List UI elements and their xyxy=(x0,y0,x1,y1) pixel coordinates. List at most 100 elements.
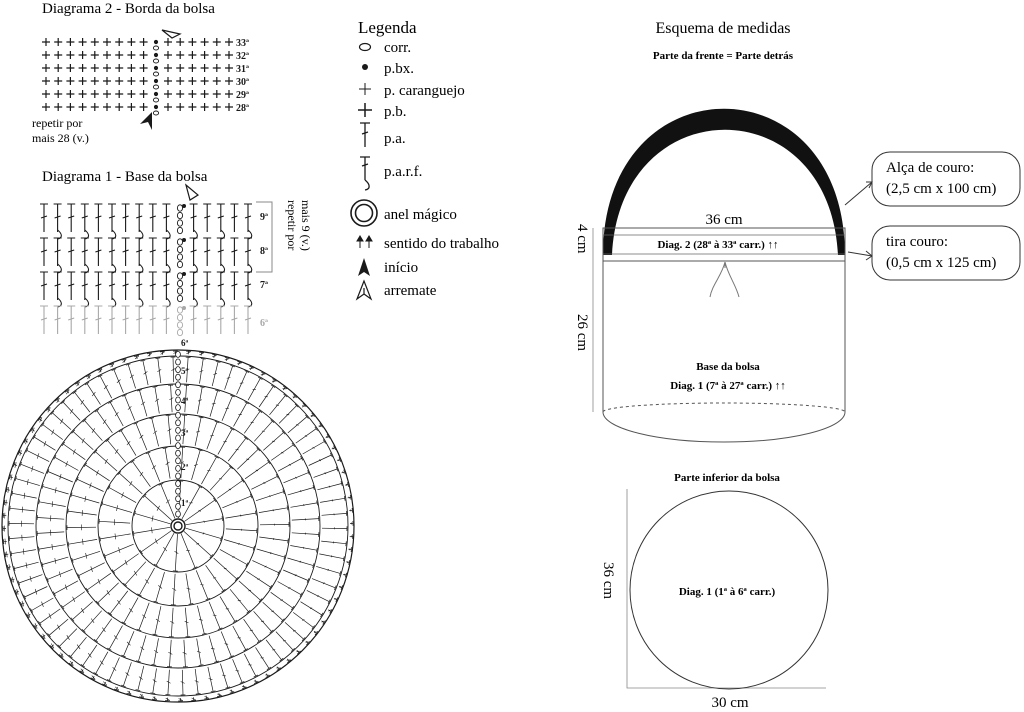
double-crochet-icon xyxy=(189,203,198,232)
chain-icon xyxy=(176,219,184,227)
stitch-top-bar xyxy=(198,416,204,419)
stitch-top-bar xyxy=(151,664,157,666)
stitch-top-bar xyxy=(83,462,87,467)
stitch-top-bar xyxy=(340,481,343,486)
chain-icon xyxy=(175,358,181,366)
stitch-cross-tick xyxy=(202,532,205,535)
stitch-cross-tick xyxy=(296,424,299,426)
crab-stitch-icon xyxy=(127,103,136,111)
stitch-cross-tick xyxy=(31,465,34,472)
legend-label-double-crochet: p.a. xyxy=(384,131,406,147)
stitch-top-bar xyxy=(200,358,206,360)
stitch-cross-tick xyxy=(138,676,143,680)
stitch-top-bar xyxy=(20,601,23,607)
round-base-stitches xyxy=(1,349,355,703)
handle-callout-line1: Alça de couro: xyxy=(886,160,974,176)
stitch-top-bar xyxy=(68,654,73,659)
stitch-cross-tick xyxy=(80,399,85,405)
stitch-cross-tick xyxy=(60,418,64,424)
stitch-cross-tick xyxy=(229,690,234,692)
stitch-cross-tick xyxy=(118,547,121,553)
stitch-cross-tick xyxy=(5,499,7,506)
stitch-cross-tick xyxy=(114,686,120,691)
slip-stitch-icon xyxy=(182,238,186,242)
stitch-cross-tick xyxy=(19,450,22,456)
post-hook-icon xyxy=(220,263,226,274)
stitch-top-bar xyxy=(291,605,295,611)
chain-icon xyxy=(176,294,184,303)
stitch-top-bar xyxy=(239,681,245,684)
post-hook-icon xyxy=(111,297,117,308)
bag-top-band xyxy=(602,227,846,262)
post-hook-icon xyxy=(247,229,253,240)
stitch-top-bar xyxy=(230,364,236,368)
stitch-cross-tick xyxy=(163,547,168,552)
chain-icon xyxy=(175,373,181,381)
crab-stitch-icon xyxy=(176,103,185,111)
double-crochet-icon xyxy=(216,203,225,232)
stitch-top-bar xyxy=(145,451,151,455)
stitch-top-bar xyxy=(345,541,347,547)
stitch-cross-tick xyxy=(330,555,333,558)
crab-stitch-icon xyxy=(188,90,197,98)
stitch-top-bar xyxy=(106,679,112,682)
double-crochet-icon xyxy=(135,271,144,300)
stitch-cross-tick xyxy=(246,458,250,460)
stitch-cross-tick xyxy=(282,640,286,642)
crab-stitch-icon xyxy=(66,64,75,72)
stitch-top-bar xyxy=(57,644,62,649)
stitch-cross-tick xyxy=(280,599,283,601)
chain-icon xyxy=(152,58,160,64)
stitch-cross-tick xyxy=(345,483,348,486)
stitch-cross-tick xyxy=(89,482,92,489)
double-crochet-icon xyxy=(67,305,76,334)
chain-icon xyxy=(175,502,181,510)
stitch-cross-tick xyxy=(76,644,81,650)
stitch-cross-tick xyxy=(50,643,55,649)
stitch-cross-tick xyxy=(235,670,240,672)
stitch-top-bar xyxy=(103,553,107,559)
magic-ring-icon xyxy=(170,518,186,534)
crab-stitch-icon xyxy=(176,51,185,59)
crab-stitch-icon xyxy=(359,83,371,95)
stitch-top-bar xyxy=(125,363,131,366)
double-crochet-icon xyxy=(230,203,239,232)
stitch-top-bar xyxy=(271,384,276,388)
double-crochet-icon xyxy=(40,271,48,300)
diagram2-row-label: 29ª xyxy=(236,90,249,101)
stitch-top-bar xyxy=(71,557,74,563)
crab-stitch-icon xyxy=(139,103,148,111)
slip-stitch-icon xyxy=(153,65,159,71)
stitch-top-bar xyxy=(221,588,226,593)
crab-stitch-icon xyxy=(42,77,50,85)
measurement-scheme: Esquema de medidas Parte da frente = Par… xyxy=(574,20,1021,443)
stitch-top-bar xyxy=(338,457,342,463)
crab-stitch-icon xyxy=(54,38,63,46)
stitch-top-bar xyxy=(9,474,12,480)
stitch-top-bar xyxy=(252,545,255,551)
stitch-cross-tick xyxy=(80,668,85,673)
stitch-cross-tick xyxy=(147,353,152,357)
stitch-cross-tick xyxy=(59,473,62,480)
chain-icon xyxy=(175,464,181,472)
chain-icon xyxy=(152,84,160,90)
stitch-top-bar xyxy=(153,563,159,567)
stitch-top-bar xyxy=(70,617,75,622)
stitch-top-bar xyxy=(99,536,101,542)
chain-icon xyxy=(152,110,160,116)
stitch-top-bar xyxy=(312,563,315,568)
stitch-top-bar xyxy=(105,438,110,443)
double-crochet-icon xyxy=(244,305,252,334)
stitch-top-bar xyxy=(152,698,157,701)
stitch-cross-tick xyxy=(184,621,189,624)
stitch-cross-tick xyxy=(235,500,238,503)
stitch-cross-tick xyxy=(59,571,61,578)
stitch-top-bar xyxy=(241,686,247,690)
double-crochet-icon xyxy=(244,237,252,266)
stitch-top-bar xyxy=(201,632,207,635)
post-hook-icon xyxy=(111,229,117,240)
stitch-cross-tick xyxy=(196,650,201,653)
round-label: 3ª xyxy=(181,428,189,438)
stitch-cross-tick xyxy=(337,459,340,462)
double-crochet-icon xyxy=(216,237,225,266)
